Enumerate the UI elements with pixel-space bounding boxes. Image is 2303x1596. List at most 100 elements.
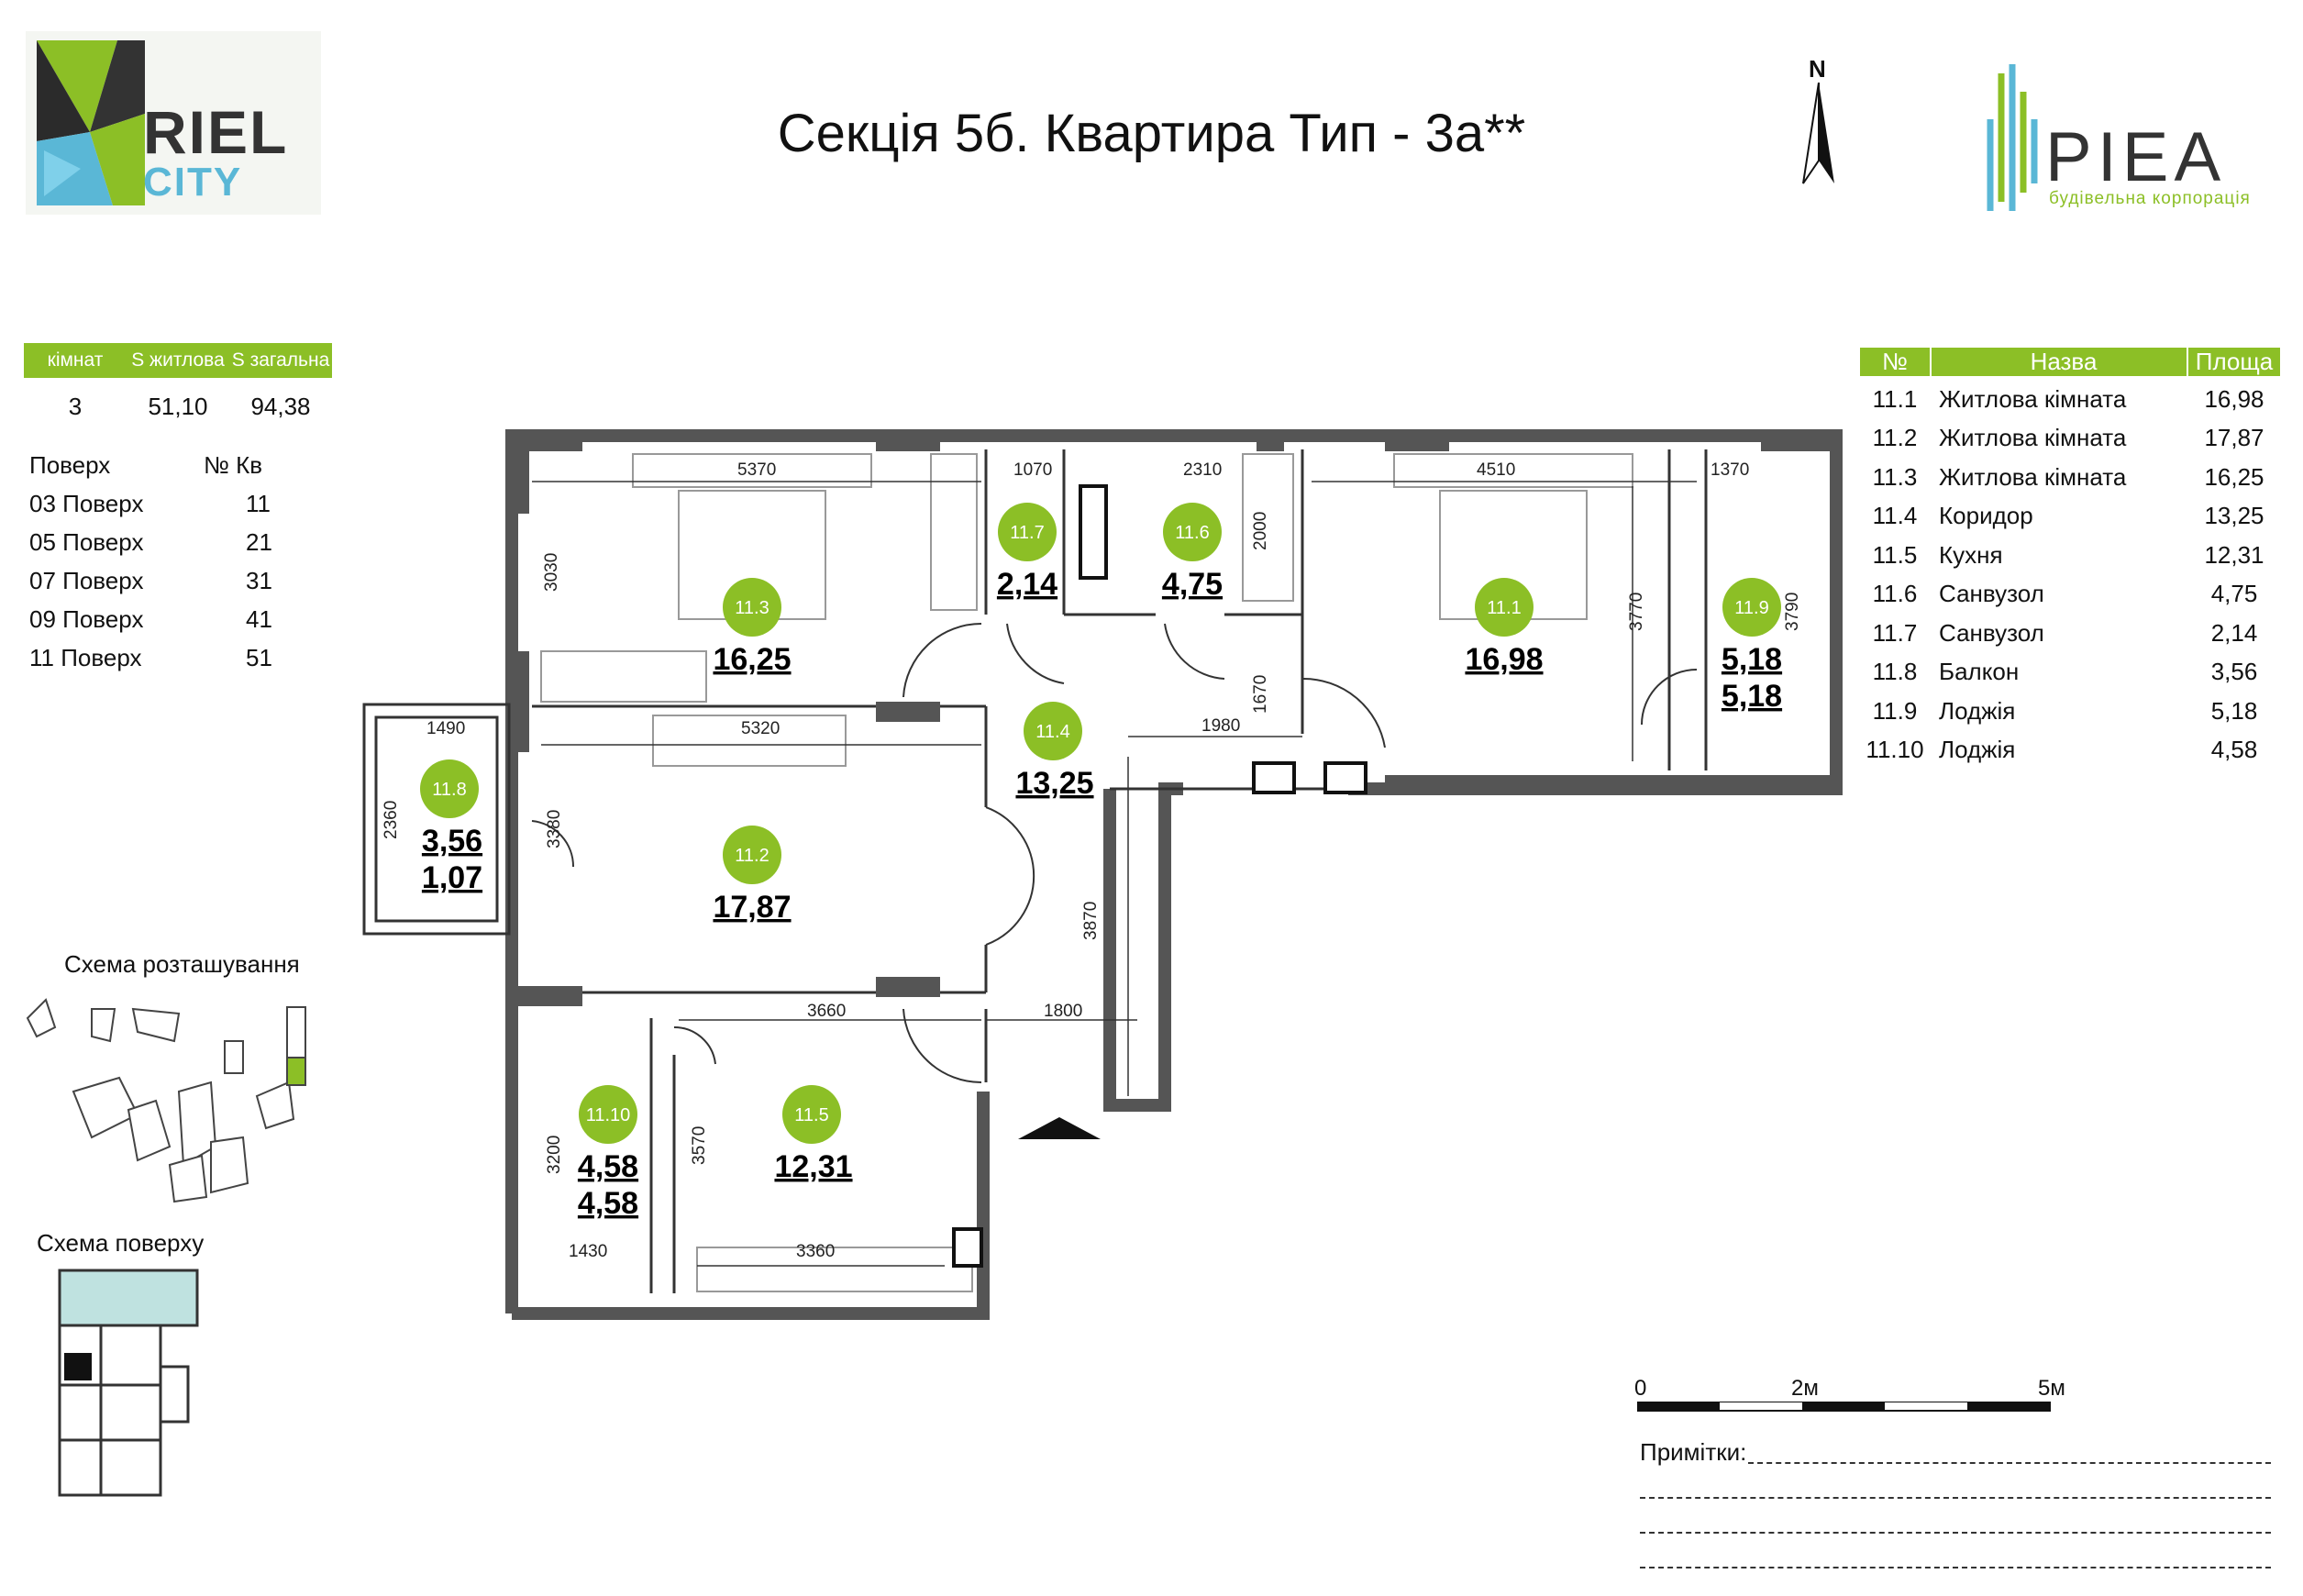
room-area: 3,56 <box>422 824 482 859</box>
dim-label: 1370 <box>1711 460 1749 480</box>
apt-number: 21 <box>246 528 272 556</box>
entrance-marker-icon <box>1018 1117 1101 1139</box>
dim-label: 1490 <box>426 719 465 738</box>
floor-name: 09 Поверх <box>29 605 144 633</box>
floor-row: 05 Поверх 21 <box>29 523 272 561</box>
plan-doors <box>531 622 1698 1084</box>
room-name: Балкон <box>1939 658 2020 686</box>
piea-logo-mark <box>1987 64 2038 211</box>
room-number: 11.10 <box>1866 736 1924 764</box>
summary-rooms: 3 <box>68 393 83 420</box>
room-name: Житлова кімната <box>1939 462 2127 491</box>
apt-number: 31 <box>246 567 272 594</box>
riel-logo-word: RIEL <box>143 98 289 166</box>
room-area: 17,87 <box>2204 424 2264 452</box>
room-name: Лоджія <box>1939 696 2016 725</box>
plan-dimension-labels: 5370 1070 2310 4510 1370 1490 5320 1980 … <box>382 460 1802 1261</box>
dim-label: 3380 <box>545 810 564 848</box>
room-name: Житлова кімната <box>1939 424 2127 452</box>
dim-label: 5320 <box>741 719 780 738</box>
room-area: 13,25 <box>2204 502 2264 530</box>
dim-label: 1980 <box>1201 716 1240 736</box>
room-area: 12,31 <box>774 1149 852 1184</box>
room-number: 11.3 <box>1872 462 1918 491</box>
summary-total-area: 94,38 <box>250 393 311 420</box>
floor-row: 09 Поверх 41 <box>29 600 272 638</box>
room-area: 4,75 <box>1162 567 1223 602</box>
dim-label: 2310 <box>1183 460 1222 480</box>
dim-label: 3200 <box>545 1136 564 1174</box>
piea-logo: PIEA будівельна корпорація <box>1981 37 2275 220</box>
city-logo-word: CITY <box>143 160 243 205</box>
room-number: 11.4 <box>1872 502 1918 530</box>
room-id: 11.5 <box>794 1105 828 1125</box>
room-area: 4,58 <box>578 1149 638 1184</box>
room-markers: 11.3 16,25 11.7 2,14 11.6 4,75 11.1 16,9… <box>420 503 1782 1221</box>
rooms-header-number: № <box>1860 347 1930 376</box>
room-number: 11.5 <box>1872 540 1918 569</box>
summary-values: 3 51,10 94,38 <box>24 393 332 421</box>
scale-label-0: 0 <box>1634 1376 1647 1401</box>
floor-scheme-title: Схема поверху <box>37 1229 205 1257</box>
room-number: 11.8 <box>1872 658 1918 686</box>
room-area-secondary: 4,58 <box>578 1186 638 1221</box>
apt-number: 41 <box>246 605 272 633</box>
scale-label-2m: 2м <box>1791 1376 1819 1401</box>
dim-label: 1430 <box>569 1242 607 1261</box>
piea-logo-tagline: будівельна корпорація <box>2049 189 2251 208</box>
room-area: 16,98 <box>2204 384 2264 413</box>
rooms-header-name: Назва <box>1932 347 2187 376</box>
plan-shafts <box>952 484 1367 1268</box>
rooms-header-area: Площа <box>2188 347 2280 376</box>
plan-dimension-lines <box>532 481 1697 1267</box>
room-name: Санвузол <box>1939 580 2044 608</box>
notes-line <box>1748 1462 2271 1464</box>
room-number: 11.1 <box>1872 384 1918 413</box>
room-area: 2,14 <box>997 567 1057 602</box>
dim-label: 1070 <box>1013 460 1052 480</box>
dim-label: 1800 <box>1044 1002 1082 1021</box>
dim-label: 3660 <box>807 1002 846 1021</box>
room-area: 16,98 <box>1465 642 1543 677</box>
room-name: Кухня <box>1939 540 2003 569</box>
room-area: 13,25 <box>1015 766 1093 801</box>
room-id: 11.8 <box>432 780 466 800</box>
room-area: 16,25 <box>2204 462 2264 491</box>
room-area: 3,56 <box>2210 658 2258 686</box>
floor-name: 03 Поверх <box>29 490 144 517</box>
room-area: 12,31 <box>2204 540 2264 569</box>
floor-name: 11 Поверх <box>29 644 142 671</box>
dim-label: 3770 <box>1627 593 1646 631</box>
dim-label: 3790 <box>1783 593 1802 631</box>
apt-number: 51 <box>246 644 272 671</box>
room-id: 11.7 <box>1010 523 1044 543</box>
floors-header-floor: Поверх <box>29 451 111 479</box>
dim-label: 1670 <box>1251 675 1270 714</box>
summary-header: кімнат S житлова S загальна <box>24 343 332 378</box>
balcony-11-8 <box>362 703 511 936</box>
floor-row: 11 Поверх 51 <box>29 638 272 677</box>
summary-living-area: 51,10 <box>148 393 208 420</box>
room-id: 11.2 <box>735 846 769 866</box>
dim-label: 2360 <box>382 801 401 839</box>
floor-name: 05 Поверх <box>29 528 144 556</box>
room-area: 5,18 <box>1722 642 1782 677</box>
dim-label: 5370 <box>737 460 776 480</box>
room-id: 11.6 <box>1175 523 1209 543</box>
room-id: 11.3 <box>735 598 769 618</box>
scale-label-5m: 5м <box>2038 1376 2065 1401</box>
room-number: 11.2 <box>1872 424 1918 452</box>
dim-label: 3870 <box>1081 902 1101 940</box>
room-area: 2,14 <box>2210 618 2258 647</box>
room-id: 11.9 <box>1734 598 1768 618</box>
plan-columns <box>509 431 1836 1006</box>
room-area: 4,75 <box>2210 580 2258 608</box>
riel-city-logo: RIEL CITY <box>26 31 321 215</box>
